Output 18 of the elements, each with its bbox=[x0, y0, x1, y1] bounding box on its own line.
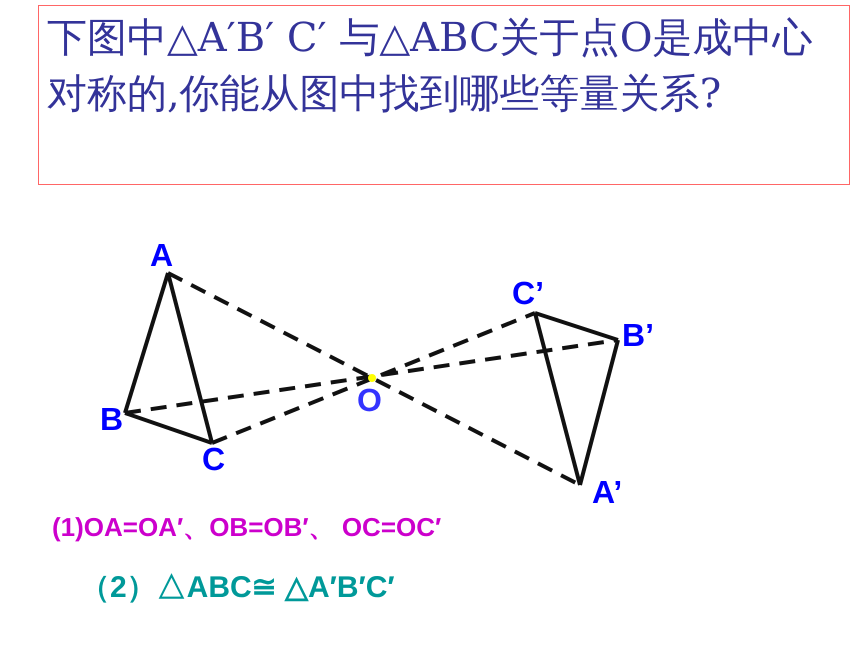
equation-text: （2）△ABC≅ △A′B′C′ bbox=[80, 570, 395, 606]
equation-text: (1)OA=OA′、OB=OB′、 OC=OC′ bbox=[52, 511, 442, 544]
triangle-side bbox=[166, 272, 214, 444]
point-label: B bbox=[100, 402, 124, 436]
triangle-side bbox=[123, 272, 170, 414]
question-text: 下图中△A′B′ C′ 与△ABC关于点O是成中心对称的,你能从图中找到哪些等量关系? bbox=[38, 5, 850, 185]
point-label: A bbox=[150, 238, 174, 272]
point-label: C bbox=[202, 442, 226, 476]
dashed-line bbox=[124, 338, 618, 415]
point-label: C’ bbox=[512, 276, 544, 310]
triangle-side bbox=[578, 340, 620, 486]
point-label: A’ bbox=[592, 475, 622, 509]
point-label: O bbox=[357, 383, 382, 417]
point-label: B’ bbox=[622, 318, 654, 352]
triangle-side bbox=[124, 411, 213, 445]
triangle-side bbox=[534, 311, 619, 342]
triangle-side bbox=[533, 312, 582, 486]
dashed-line bbox=[211, 311, 536, 445]
